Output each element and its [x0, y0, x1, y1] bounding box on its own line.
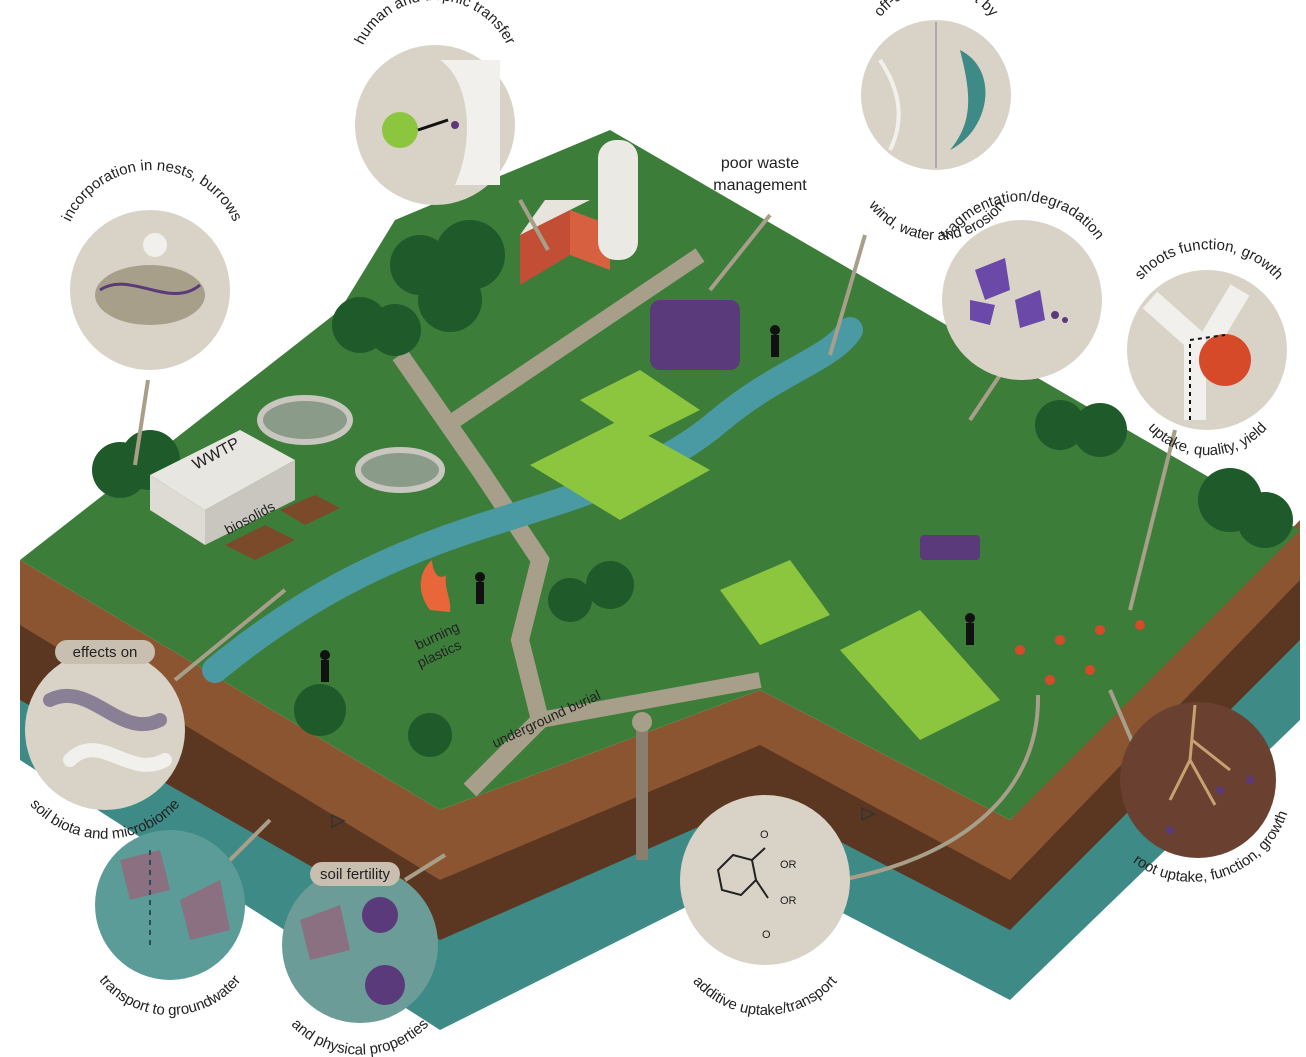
- bubble-human-trophic: human and trophic transfer: [351, 0, 519, 205]
- plastic-piles: [650, 300, 980, 560]
- tomato-plants: [1015, 620, 1145, 685]
- wwtp: WWTP biosolids: [150, 395, 445, 560]
- flow-arrow-left: [331, 813, 346, 829]
- chem-o-bottom: O: [762, 929, 771, 941]
- road: [392, 349, 550, 797]
- crop-fields: [530, 370, 1000, 740]
- bubble-shoots: shoots function, growth uptake, quality,…: [1127, 236, 1287, 459]
- well-pipe: [636, 720, 648, 860]
- additive-label: additive uptake/transport: [690, 972, 841, 1019]
- chem-o-top: O: [760, 829, 769, 841]
- flow-arrow-right: [861, 806, 876, 822]
- bubble-groundwater: transport to groundwater: [95, 830, 245, 1019]
- human-trophic-label: human and trophic transfer: [351, 0, 518, 47]
- svg-text:off-site transport by: off-site transport by: [870, 0, 1001, 20]
- svg-text:human and trophic transfer: human and trophic transfer: [351, 0, 518, 47]
- poor-waste-label-2: management: [713, 177, 807, 194]
- svg-text:additive uptake/transport: additive uptake/transport: [690, 972, 841, 1019]
- bubble-additive: O OR OR O additive uptake/transport: [680, 795, 850, 1019]
- people: [320, 325, 975, 682]
- bubble-soil-fertility: soil fertility and physical properties: [282, 862, 438, 1057]
- chem-or-top: OR: [780, 859, 797, 871]
- effects-on-label: effects on: [73, 644, 138, 661]
- trees: [92, 220, 1293, 757]
- road-branch-2: [538, 672, 762, 728]
- poor-waste-label-1: poor waste: [721, 155, 799, 172]
- soil-fertility-label: soil fertility: [320, 866, 391, 883]
- offsite-top-label: off-site transport by: [870, 0, 1001, 20]
- fire-icon: [420, 560, 451, 612]
- bubble-nests: incorporation in nests, burrows: [59, 157, 245, 370]
- river: [202, 317, 863, 683]
- soil-layer-upper: [20, 520, 1300, 880]
- bubble-fragmentation: fragmentation/degradation: [937, 188, 1107, 380]
- road-branch: [450, 248, 705, 427]
- chem-or-bottom: OR: [780, 895, 797, 907]
